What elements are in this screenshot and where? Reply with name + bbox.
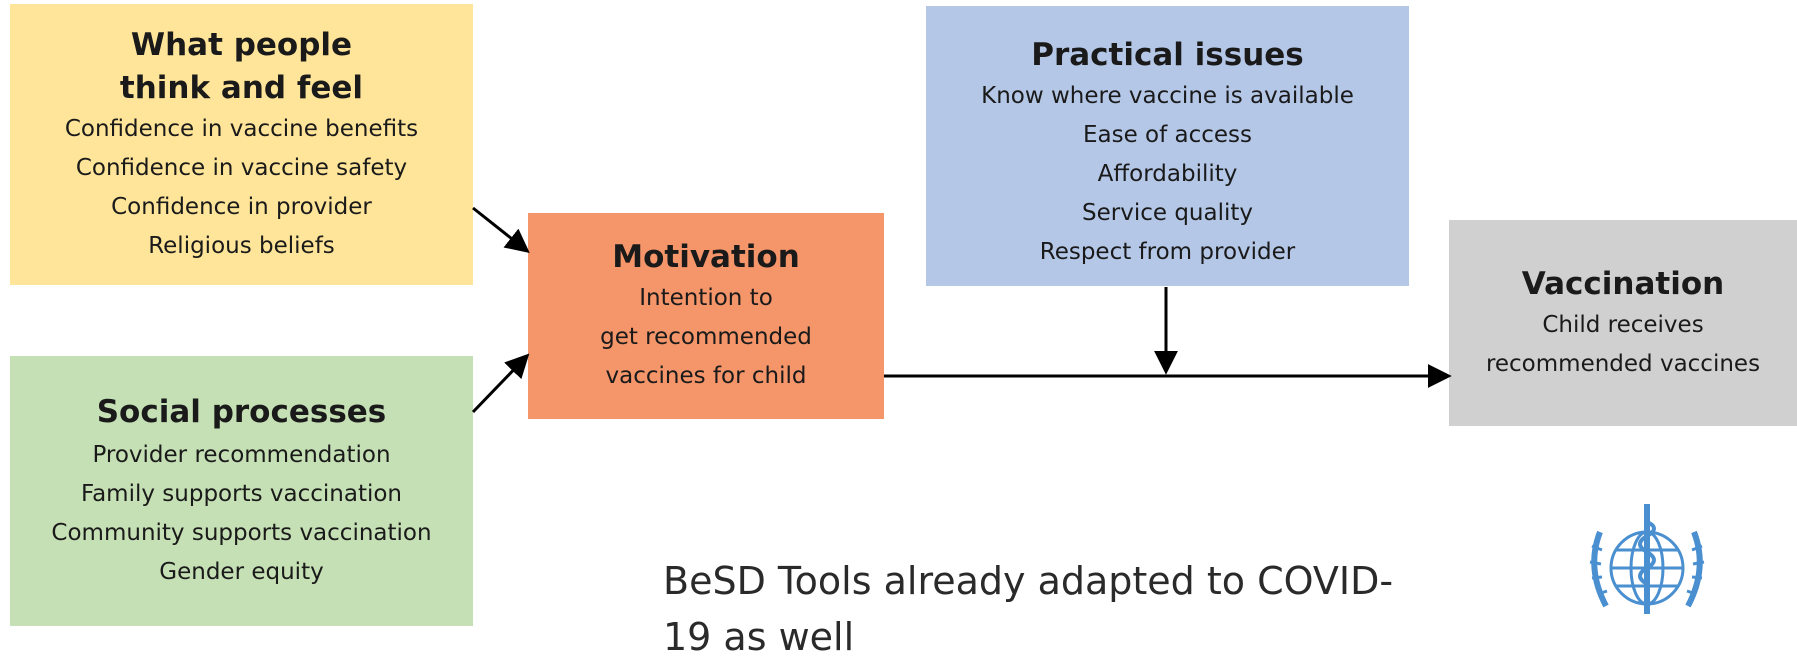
- who-emblem-icon: [1589, 504, 1705, 614]
- vaccination-title: Vaccination: [1521, 265, 1725, 302]
- practical-issues-item: Affordability: [1097, 161, 1238, 187]
- arrow-social-to-motivation: [471, 353, 530, 414]
- practical-issues-item: Ease of access: [1082, 122, 1253, 148]
- vaccination-box: Vaccination Child receives recommended v…: [1449, 220, 1797, 426]
- motivation-item: Intention to: [639, 285, 773, 311]
- think-feel-item: Confidence in provider: [111, 193, 372, 220]
- motivation-item: get recommended: [600, 324, 812, 350]
- practical-issues-item: Know where vaccine is available: [981, 83, 1354, 109]
- think-feel-item: Confidence in vaccine safety: [75, 154, 408, 181]
- social-processes-item: Community supports vaccination: [51, 519, 432, 546]
- think-feel-box: What people think and feel Confidence in…: [10, 4, 473, 285]
- vaccination-item: recommended vaccines: [1485, 350, 1761, 377]
- motivation-title: Motivation: [612, 239, 800, 275]
- think-feel-title-line2: think and feel: [119, 69, 364, 106]
- social-processes-box: Social processes Provider recommendation…: [10, 356, 473, 626]
- practical-issues-title: Practical issues: [1031, 37, 1304, 73]
- think-feel-item: Confidence in vaccine benefits: [64, 115, 419, 142]
- social-processes-title: Social processes: [96, 393, 387, 430]
- social-processes-item: Gender equity: [159, 558, 324, 585]
- caption-line2: 19 as well: [663, 615, 855, 659]
- connector-arrows: [471, 206, 1452, 414]
- motivation-box: Motivation Intention to get recommended …: [528, 213, 884, 419]
- think-feel-title-line1: What people: [130, 26, 353, 63]
- practical-issues-box: Practical issues Know where vaccine is a…: [926, 6, 1409, 286]
- arrow-think-to-motivation: [472, 206, 530, 253]
- vaccination-item: Child receives: [1542, 311, 1704, 338]
- social-processes-item: Provider recommendation: [92, 441, 391, 468]
- practical-issues-item: Service quality: [1082, 200, 1253, 226]
- social-processes-item: Family supports vaccination: [80, 480, 403, 507]
- caption-line1: BeSD Tools already adapted to COVID-: [663, 559, 1394, 603]
- practical-issues-item: Respect from provider: [1039, 239, 1296, 265]
- think-feel-item: Religious beliefs: [148, 232, 335, 259]
- motivation-item: vaccines for child: [605, 363, 807, 389]
